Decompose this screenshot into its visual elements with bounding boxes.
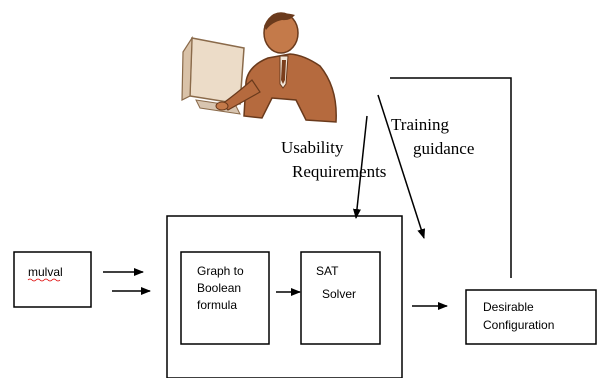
- desirable-label-line1: Desirable: [483, 300, 534, 314]
- training-label-line1: Training: [391, 115, 449, 134]
- graph-label-line2: Boolean: [197, 281, 241, 295]
- sat-solver-box: [300, 251, 381, 345]
- desirable-label-line2: Configuration: [483, 318, 554, 332]
- training-label-line2: guidance: [413, 139, 474, 158]
- usability-arrow: [352, 115, 368, 219]
- desirable-config-box: [465, 289, 597, 345]
- mulval-box: [13, 251, 92, 308]
- graph-label-line1: Graph to: [197, 264, 244, 278]
- processing-box: [166, 215, 403, 378]
- sat-label-line2: Solver: [322, 287, 356, 301]
- graph-label-line3: formula: [197, 298, 237, 312]
- graph-box: [180, 251, 270, 345]
- person-computer-illustration: [181, 12, 337, 123]
- usability-label-line2: Requirements: [292, 162, 386, 181]
- training-arrow: [377, 94, 426, 239]
- mulval-label: mulval: [28, 265, 63, 279]
- sat-label-line1: SAT: [316, 264, 339, 278]
- usability-label-line1: Usability: [281, 138, 344, 157]
- spellcheck-underline: [27, 278, 61, 282]
- feedback-line: [390, 77, 512, 278]
